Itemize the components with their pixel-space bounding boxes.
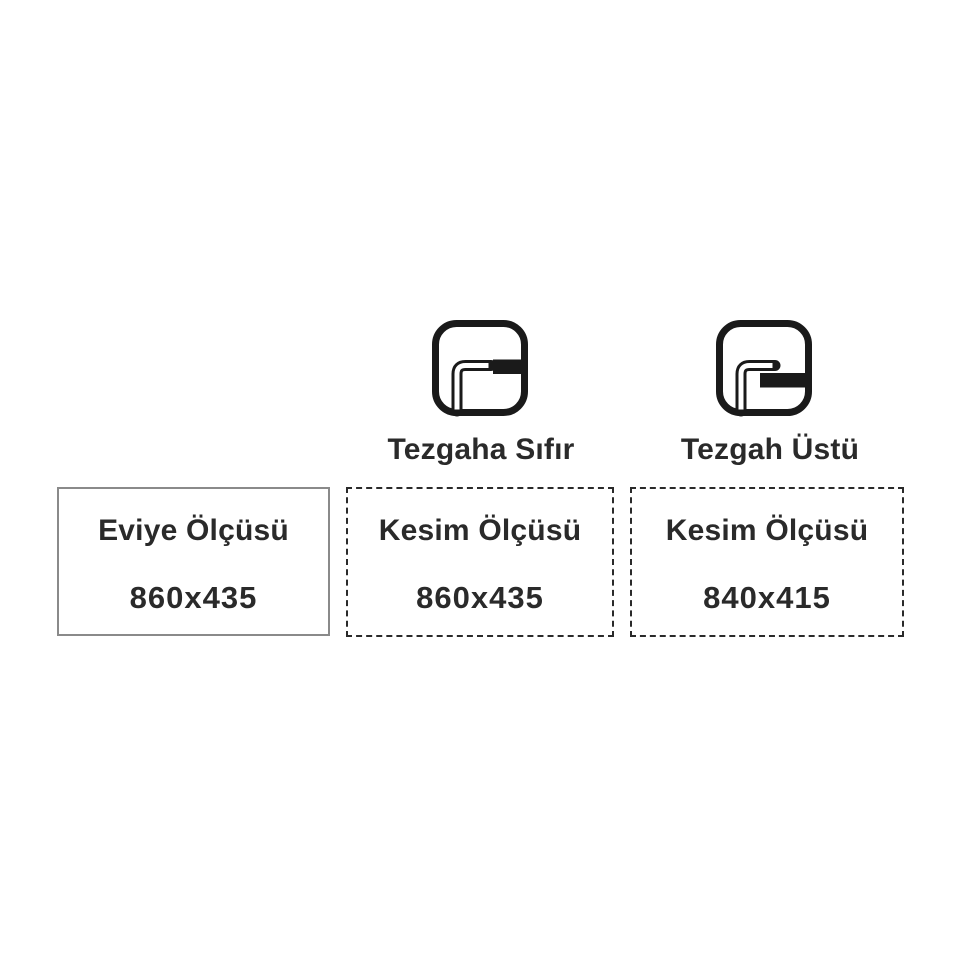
cut-size-box-flush: Kesim Ölçüsü 860x435 bbox=[346, 487, 614, 637]
sink-size-box: Eviye Ölçüsü 860x435 bbox=[57, 487, 330, 636]
mount-label-flush: Tezgaha Sıfır bbox=[387, 433, 575, 466]
box-size-value: 840x415 bbox=[703, 580, 831, 615]
box-title: Kesim Ölçüsü bbox=[378, 514, 582, 547]
flush-mount-sink-icon bbox=[430, 318, 530, 418]
box-size-value: 860x435 bbox=[416, 580, 544, 615]
overmount-sink-icon bbox=[714, 318, 814, 418]
box-title: Eviye Ölçüsü bbox=[98, 514, 289, 547]
box-size-value: 860x435 bbox=[129, 580, 258, 615]
box-title: Kesim Ölçüsü bbox=[665, 514, 869, 547]
mount-label-overmount: Tezgah Üstü bbox=[680, 433, 860, 466]
cut-size-box-overmount: Kesim Ölçüsü 840x415 bbox=[630, 487, 904, 637]
